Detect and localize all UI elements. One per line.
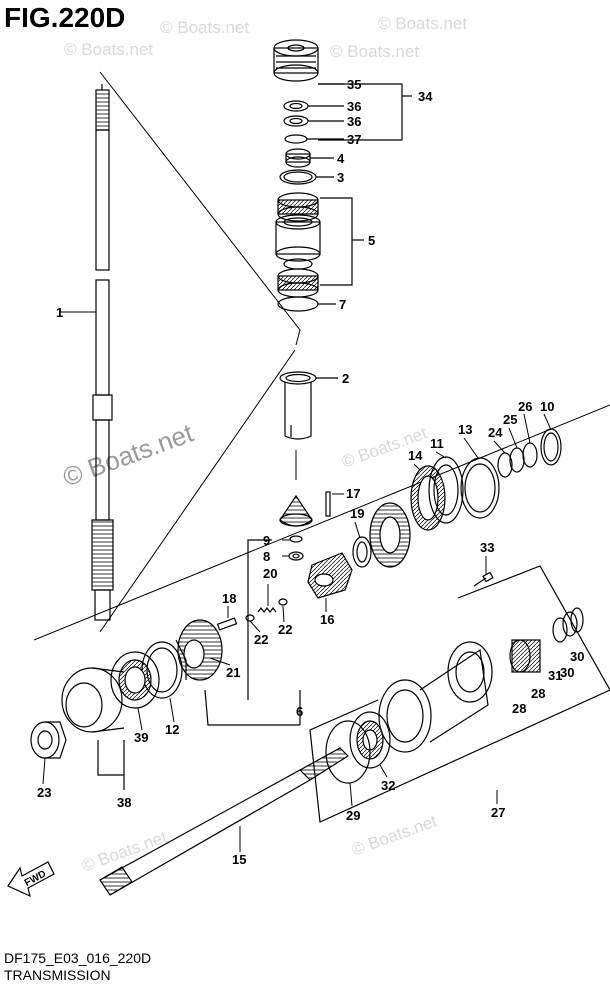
oil-seal	[283, 100, 309, 112]
thrust-bearing	[410, 465, 446, 531]
shim	[460, 457, 500, 519]
shim	[509, 447, 525, 473]
end-plug	[30, 721, 67, 759]
fwd-label: FWD	[23, 869, 48, 889]
ball	[245, 614, 255, 622]
bolt	[473, 571, 494, 587]
callout-label: 4	[337, 151, 345, 166]
propeller-shaft	[99, 747, 349, 896]
bearing-assembly	[275, 192, 321, 298]
callout-label: 28	[512, 701, 526, 716]
callout-label: 25	[503, 412, 517, 427]
callout-label: 21	[226, 665, 240, 680]
push-rod	[216, 617, 238, 631]
callout-label: 36	[347, 114, 361, 129]
pin	[325, 491, 331, 517]
callout-label: 1	[56, 305, 63, 320]
leader-lines	[33, 71, 610, 641]
fwd-arrow: FWD	[7, 861, 55, 898]
spring	[257, 607, 277, 613]
callout-label: 22	[278, 622, 292, 637]
callout-label: 13	[458, 422, 472, 437]
shim-ring	[277, 296, 319, 312]
callout-label: 17	[346, 486, 360, 501]
group-outline	[204, 689, 300, 726]
callout-label: 38	[117, 795, 131, 810]
callout-label: 14	[408, 448, 423, 463]
callout-label: 30	[570, 649, 584, 664]
watermark: © Boats.net	[378, 14, 468, 33]
callout-label: 34	[418, 89, 433, 104]
callout-label: 27	[491, 805, 505, 820]
callout-label: 20	[263, 566, 277, 581]
callout-label: 5	[368, 233, 375, 248]
callout-label: 24	[488, 425, 503, 440]
driveshaft	[91, 84, 114, 621]
callout-label: 16	[320, 612, 334, 627]
callout-label: 39	[134, 730, 148, 745]
callout-label: 35	[347, 77, 361, 92]
clutch-dog	[307, 552, 353, 599]
forward-bearing	[110, 651, 160, 709]
callout-label: 6	[296, 704, 303, 719]
figure-code: DF175_E03_016_220D	[4, 950, 152, 966]
bearing-housing	[61, 667, 125, 733]
callout-labels: 34 35 36 36 37 4 3 5 7 1 2 10 26 25 24 1…	[37, 77, 584, 867]
figure-caption: TRANSMISSION	[4, 967, 111, 983]
oil-seal	[562, 611, 578, 637]
callout-label: 26	[518, 399, 532, 414]
callout-label: 10	[540, 399, 554, 414]
callout-label: 33	[480, 540, 494, 555]
propeller-shaft-housing	[378, 641, 493, 753]
thrust-ring	[352, 536, 372, 568]
callout-label: 3	[337, 170, 344, 185]
callout-label: 23	[37, 785, 51, 800]
callout-label: 12	[165, 722, 179, 737]
watermark: © Boats.net	[330, 42, 420, 61]
forward-gear	[175, 619, 223, 681]
pinion-gear	[279, 494, 313, 527]
callout-label: 36	[347, 99, 361, 114]
watermark: © Boats.net	[64, 40, 154, 59]
needle-bearing	[509, 639, 541, 673]
group-outline	[309, 565, 610, 823]
rear-bearing	[349, 711, 391, 769]
circlip	[284, 134, 308, 144]
thrust-washer	[428, 456, 464, 524]
callout-label: 8	[263, 549, 270, 564]
callout-label: 22	[254, 632, 268, 647]
bushing	[285, 148, 311, 168]
callout-label: 37	[347, 132, 361, 147]
oil-seal	[283, 115, 309, 127]
callout-label: 28	[531, 686, 545, 701]
callout-label: 15	[232, 852, 246, 867]
shim	[522, 442, 538, 468]
callout-label: 7	[339, 297, 346, 312]
washer	[289, 535, 303, 543]
oil-seal	[552, 617, 568, 643]
upper-seal-housing	[273, 39, 319, 82]
callout-label: 18	[222, 591, 236, 606]
callout-label: 11	[430, 436, 444, 451]
callout-label: 30	[560, 665, 574, 680]
reverse-gear	[369, 502, 411, 568]
ball	[278, 598, 288, 606]
figure-title: FIG.220D	[4, 2, 126, 33]
callout-label: 2	[342, 371, 349, 386]
callout-label: 31	[548, 668, 562, 683]
group-outline	[247, 539, 272, 700]
callout-label: 9	[263, 533, 270, 548]
o-ring	[325, 720, 371, 784]
callout-label: 32	[381, 778, 395, 793]
watermark: © Boats.net	[160, 18, 250, 37]
callout-label: 29	[346, 808, 360, 823]
callout-label: 19	[350, 506, 364, 521]
nut	[288, 551, 304, 561]
sleeve	[279, 371, 317, 440]
